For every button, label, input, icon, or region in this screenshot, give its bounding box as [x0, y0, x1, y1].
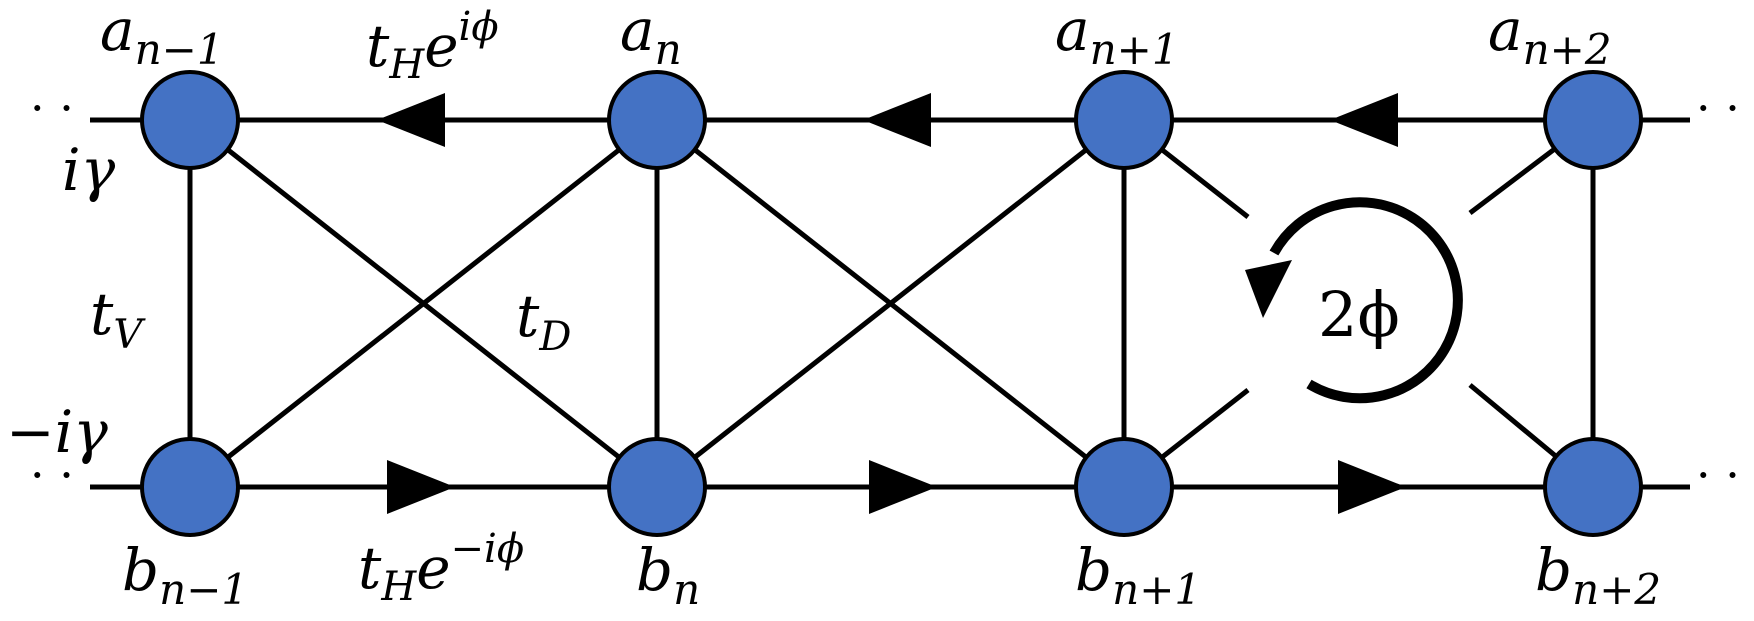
label-a-n: an — [620, 0, 682, 74]
label-vertical-hopping: tV — [90, 280, 146, 358]
node-b-n-plus-2 — [1543, 437, 1643, 537]
node-b-n-plus-1 — [1074, 437, 1174, 537]
flux-circular-arrow-icon — [1269, 197, 1463, 404]
label-bottom-hopping: tHe−iϕ — [358, 526, 524, 610]
node-b-n-minus-1 — [140, 437, 240, 537]
label-b-n-plus-2: bn+2 — [1535, 536, 1661, 614]
label-top-hopping: tHeiϕ — [366, 4, 499, 88]
arrow-left-icon — [377, 93, 445, 147]
node-a-n-plus-2 — [1543, 70, 1643, 170]
label-loss-bottom: −iγ — [6, 398, 108, 466]
arrow-right-icon — [869, 460, 937, 514]
label-a-n-minus-1: an−1 — [100, 0, 224, 74]
top-right-ellipsis: · · — [1696, 81, 1740, 135]
label-flux: 2ϕ — [1318, 278, 1400, 351]
node-a-n — [607, 70, 707, 170]
label-b-n-plus-1: bn+1 — [1075, 536, 1201, 614]
arrow-left-icon — [1330, 93, 1398, 147]
arrow-left-icon — [863, 93, 931, 147]
label-a-n-plus-1: an+1 — [1055, 0, 1179, 74]
label-gain-top: iγ — [62, 136, 116, 204]
label-b-n: bn — [636, 536, 700, 614]
label-diagonal-hopping: tD — [516, 282, 571, 360]
node-a-n-plus-1 — [1074, 70, 1174, 170]
diagonal-b-nm1-to-a-n — [188, 118, 659, 489]
bottom-right-ellipsis: · · — [1696, 448, 1740, 502]
label-a-n-plus-2: an+2 — [1488, 0, 1612, 74]
arrow-right-icon — [387, 460, 455, 514]
node-a-n-minus-1 — [140, 70, 240, 170]
node-b-n — [607, 437, 707, 537]
flux-arrowhead-icon — [1245, 260, 1292, 318]
arrow-right-icon — [1338, 460, 1406, 514]
diagonal-b-n-to-a-np1 — [655, 118, 1126, 489]
bottom-left-ellipsis: · · — [30, 448, 74, 502]
top-left-ellipsis: · · — [30, 81, 74, 135]
label-b-n-minus-1: bn−1 — [122, 536, 248, 614]
